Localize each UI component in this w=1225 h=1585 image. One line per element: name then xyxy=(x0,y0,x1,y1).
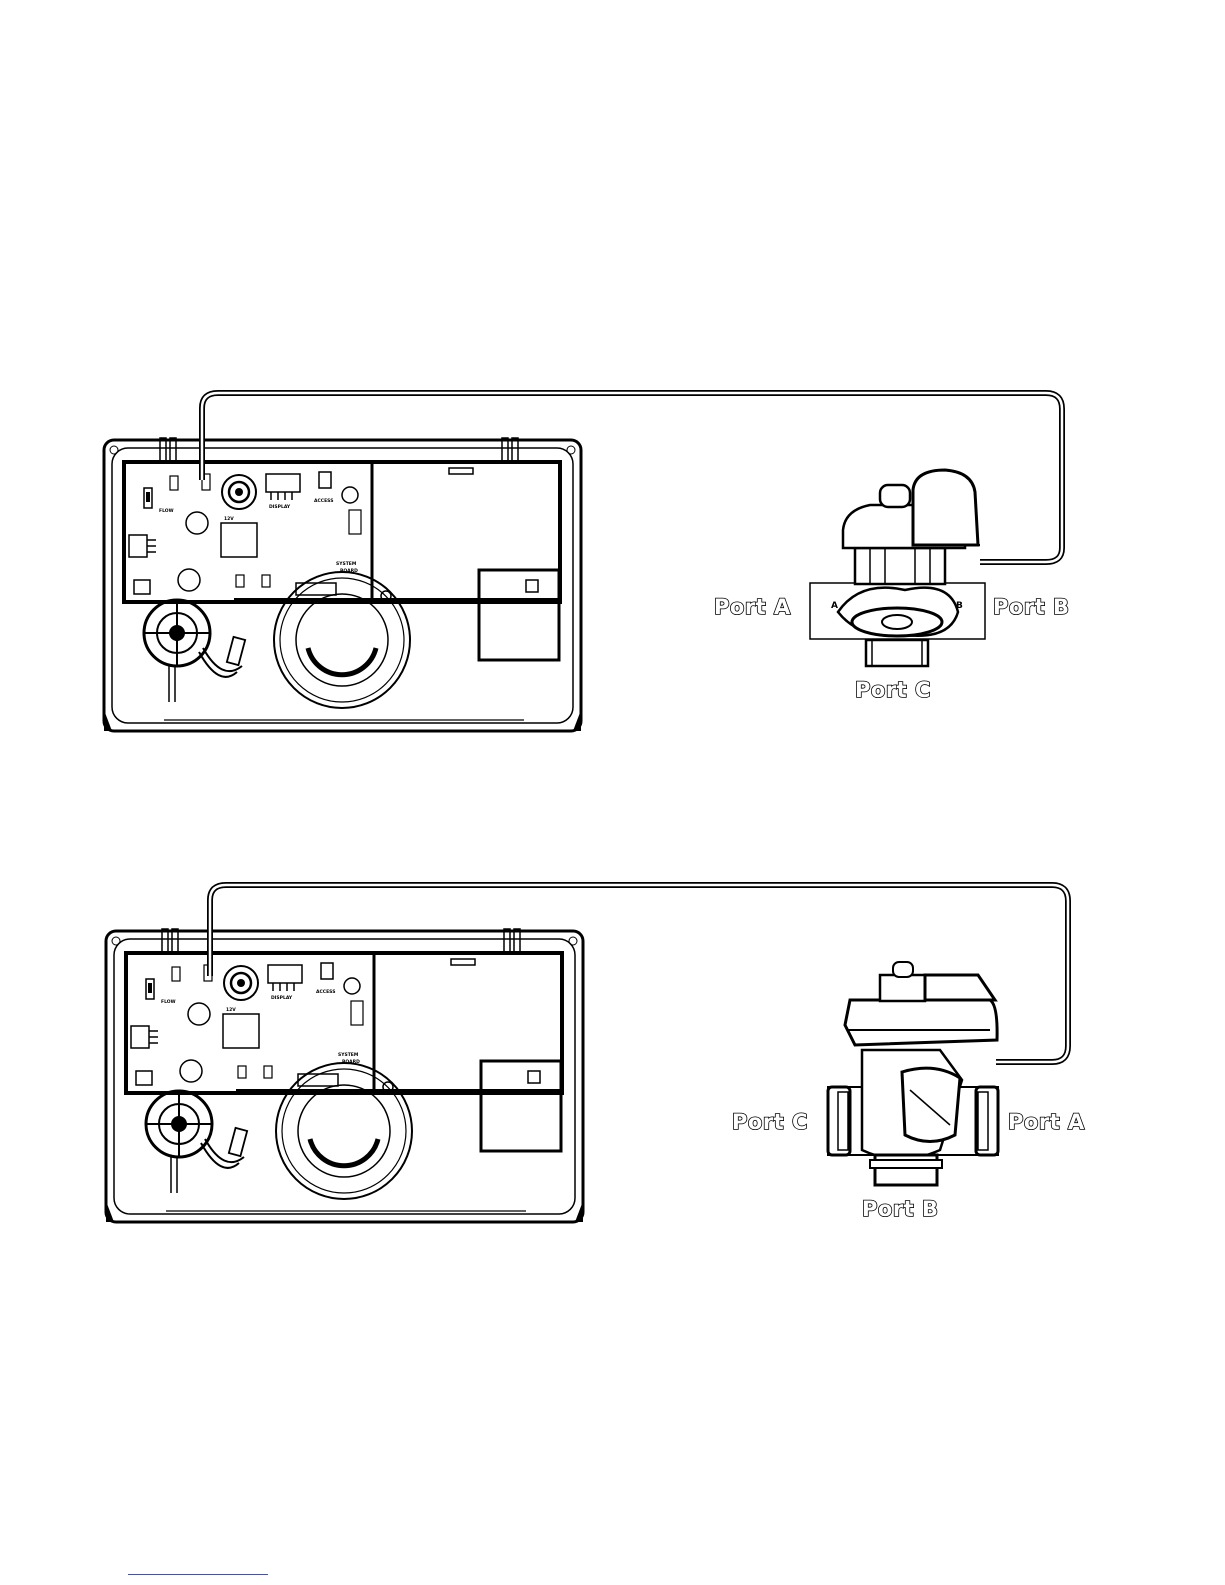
port-label-right-2: Port A xyxy=(1008,1110,1085,1134)
valve-1 xyxy=(810,470,985,666)
port-label-right-1: Port B xyxy=(993,595,1070,619)
valve-mark-a: A xyxy=(831,601,838,611)
valve-mark-b: B xyxy=(956,601,963,611)
port-label-bottom-2: Port B xyxy=(862,1197,939,1221)
diagram-1: A B Port A Port B Port C xyxy=(104,393,1070,731)
control-board-1 xyxy=(104,438,581,731)
port-label-left-2: Port C xyxy=(732,1110,808,1134)
control-board-2 xyxy=(106,929,583,1222)
diagram-2: Port C Port A Port B xyxy=(106,885,1085,1222)
footer-link-underline[interactable] xyxy=(128,1574,268,1575)
port-label-bottom-1: Port C xyxy=(855,678,931,702)
valve-2 xyxy=(828,962,998,1185)
port-label-left-1: Port A xyxy=(714,595,791,619)
